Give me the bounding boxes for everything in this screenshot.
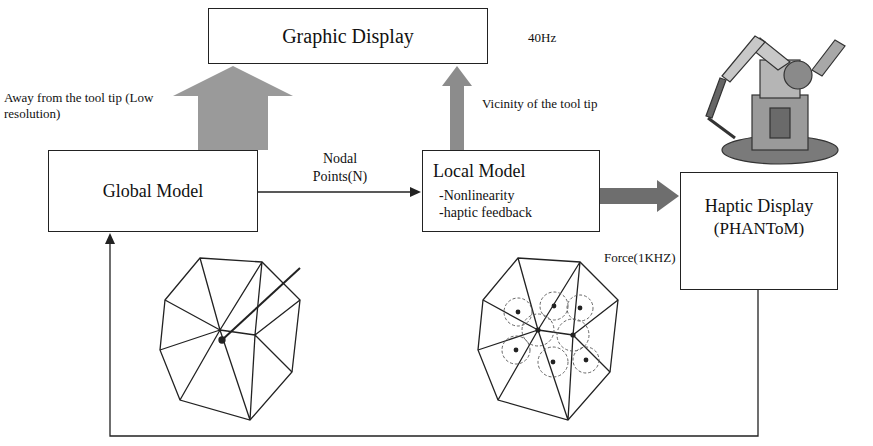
global-mesh	[160, 258, 300, 420]
device-box: Haptic Display(PHANToM)	[680, 172, 838, 290]
edge-label: Vicinity of the tool tip	[482, 96, 652, 112]
edge-label: Away from the tool tip (Low resolution)	[4, 90, 166, 123]
local-mesh	[478, 258, 618, 420]
phantom-device	[706, 36, 845, 164]
frequency-label: 40Hz	[528, 30, 556, 46]
edge-label: Force(1KHZ)	[604, 250, 684, 266]
node-title: Graphic Display	[282, 24, 414, 49]
node-detail: -Nonlinearity	[433, 187, 514, 205]
node-title: Global Model	[103, 180, 204, 203]
connector-arrow	[105, 233, 758, 436]
edge-label: Nodal Points(N)	[300, 150, 380, 185]
model-box: Local Model -Nonlinearity-haptic feedback	[422, 150, 600, 232]
connector-arrow	[258, 187, 421, 197]
connector-arrow	[173, 66, 293, 150]
node-detail: (PHANToM)	[714, 218, 804, 239]
node-title: Haptic Display	[705, 195, 813, 218]
connector-arrow	[442, 66, 472, 150]
model-box: Global Model	[48, 150, 258, 232]
display-box: Graphic Display	[208, 8, 488, 64]
node-title: Local Model	[433, 160, 525, 183]
node-detail: -haptic feedback	[433, 204, 532, 222]
connector-arrow	[600, 180, 679, 212]
